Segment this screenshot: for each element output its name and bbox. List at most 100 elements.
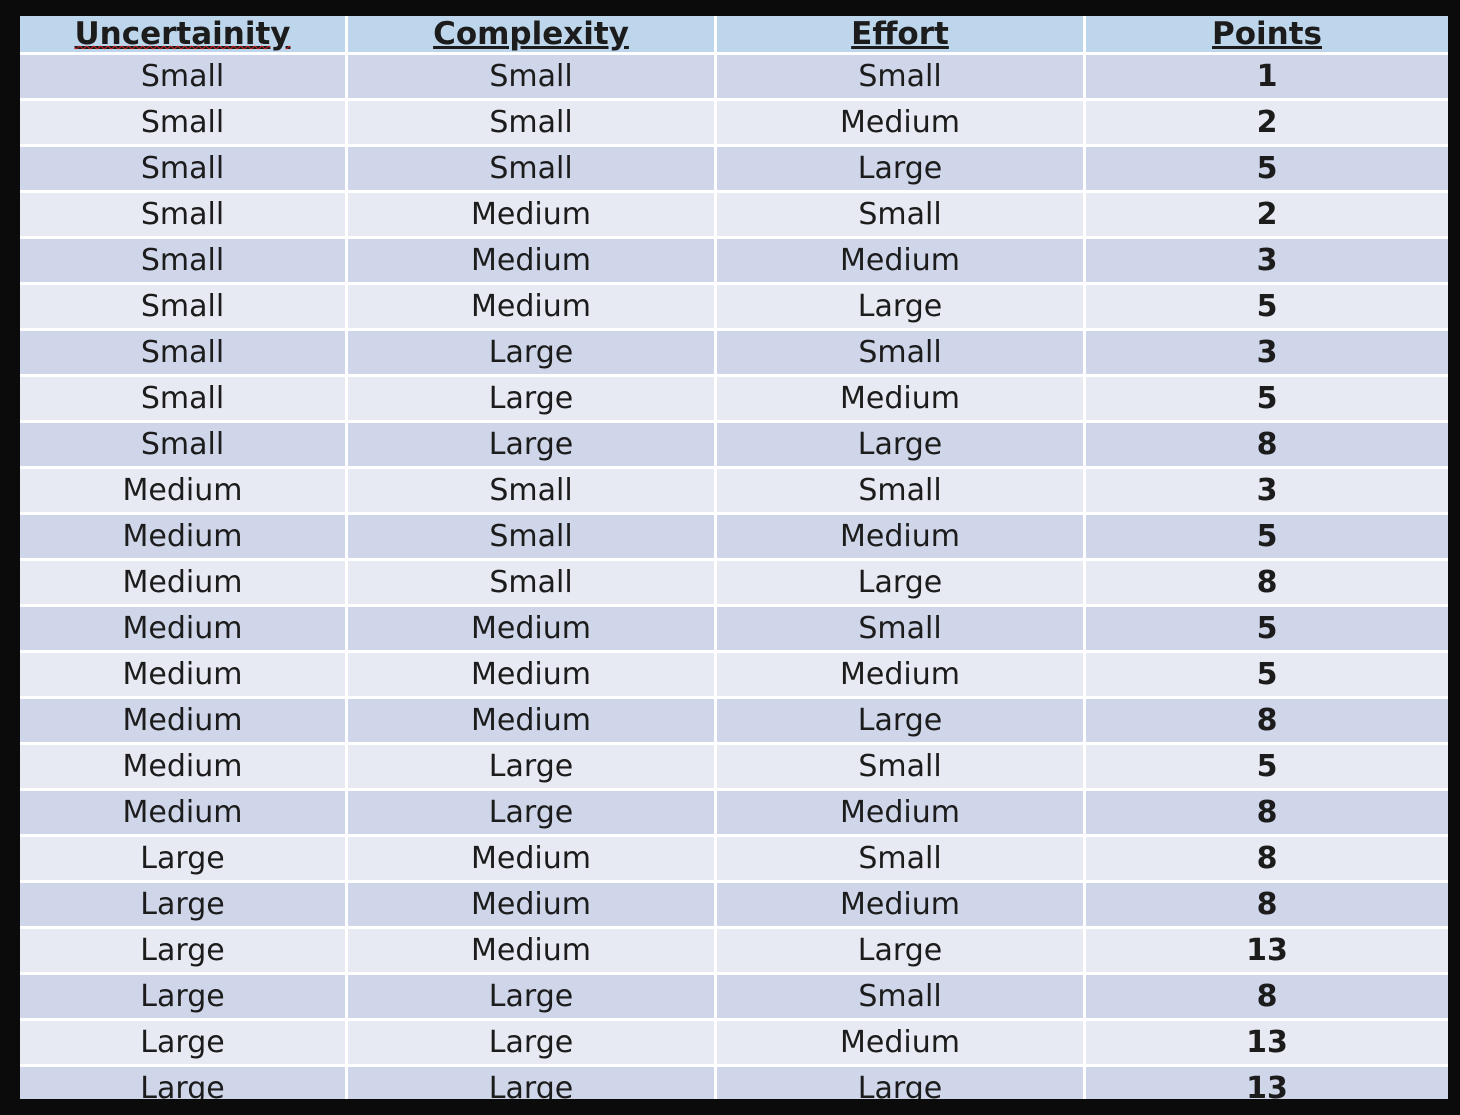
complexity-cell: Small [348,55,717,101]
effort-cell: Medium [717,883,1086,929]
uncertainity-cell: Small [20,377,348,423]
points-cell: 5 [1086,745,1448,791]
uncertainity-cell: Medium [20,653,348,699]
effort-cell: Small [717,607,1086,653]
uncertainity-cell: Medium [20,607,348,653]
points-cell: 13 [1086,1021,1448,1067]
uncertainity-cell: Small [20,285,348,331]
points-cell: 8 [1086,883,1448,929]
uncertainity-cell: Medium [20,469,348,515]
complexity-cell: Medium [348,883,717,929]
complexity-cell: Large [348,745,717,791]
uncertainity-cell: Small [20,331,348,377]
points-cell: 5 [1086,607,1448,653]
effort-cell: Small [717,469,1086,515]
effort-cell: Large [717,929,1086,975]
header-uncertainity-label: Uncertainity [74,16,291,52]
effort-cell: Large [717,699,1086,745]
uncertainity-cell: Medium [20,515,348,561]
uncertainity-cell: Large [20,929,348,975]
points-cell: 3 [1086,469,1448,515]
uncertainity-cell: Medium [20,745,348,791]
complexity-cell: Medium [348,239,717,285]
points-cell: 2 [1086,101,1448,147]
points-cell: 13 [1086,1067,1448,1099]
uncertainity-cell: Medium [20,561,348,607]
uncertainity-cell: Medium [20,791,348,837]
header-uncertainity: Uncertainity [20,16,348,55]
points-cell: 8 [1086,561,1448,607]
complexity-cell: Large [348,423,717,469]
complexity-cell: Large [348,1021,717,1067]
story-points-table: Uncertainity Complexity Effort Points Sm… [20,16,1448,1099]
complexity-cell: Small [348,515,717,561]
complexity-cell: Large [348,975,717,1021]
points-cell: 5 [1086,377,1448,423]
points-cell: 1 [1086,55,1448,101]
complexity-cell: Large [348,1067,717,1099]
points-cell: 3 [1086,239,1448,285]
points-cell: 3 [1086,331,1448,377]
points-cell: 8 [1086,837,1448,883]
effort-cell: Small [717,331,1086,377]
uncertainity-cell: Small [20,239,348,285]
effort-cell: Medium [717,653,1086,699]
uncertainity-cell: Small [20,423,348,469]
effort-cell: Large [717,561,1086,607]
effort-cell: Small [717,55,1086,101]
complexity-cell: Small [348,101,717,147]
header-effort: Effort [717,16,1086,55]
complexity-cell: Medium [348,607,717,653]
effort-cell: Large [717,147,1086,193]
points-cell: 8 [1086,791,1448,837]
header-points: Points [1086,16,1448,55]
uncertainity-cell: Small [20,101,348,147]
effort-cell: Large [717,285,1086,331]
uncertainity-cell: Large [20,975,348,1021]
effort-cell: Small [717,193,1086,239]
effort-cell: Medium [717,239,1086,285]
points-cell: 5 [1086,147,1448,193]
uncertainity-cell: Large [20,837,348,883]
effort-cell: Small [717,745,1086,791]
effort-cell: Small [717,837,1086,883]
points-cell: 8 [1086,423,1448,469]
complexity-cell: Large [348,377,717,423]
effort-cell: Medium [717,377,1086,423]
complexity-cell: Medium [348,653,717,699]
points-cell: 2 [1086,193,1448,239]
points-cell: 5 [1086,653,1448,699]
complexity-cell: Large [348,331,717,377]
uncertainity-cell: Small [20,193,348,239]
points-cell: 5 [1086,515,1448,561]
complexity-cell: Medium [348,193,717,239]
complexity-cell: Large [348,791,717,837]
complexity-cell: Medium [348,285,717,331]
story-points-table-frame: Uncertainity Complexity Effort Points Sm… [20,16,1448,1099]
complexity-cell: Medium [348,699,717,745]
effort-cell: Large [717,1067,1086,1099]
header-row: Uncertainity Complexity Effort Points [20,16,1448,55]
complexity-cell: Small [348,561,717,607]
uncertainity-cell: Large [20,883,348,929]
uncertainity-cell: Small [20,55,348,101]
complexity-cell: Small [348,469,717,515]
